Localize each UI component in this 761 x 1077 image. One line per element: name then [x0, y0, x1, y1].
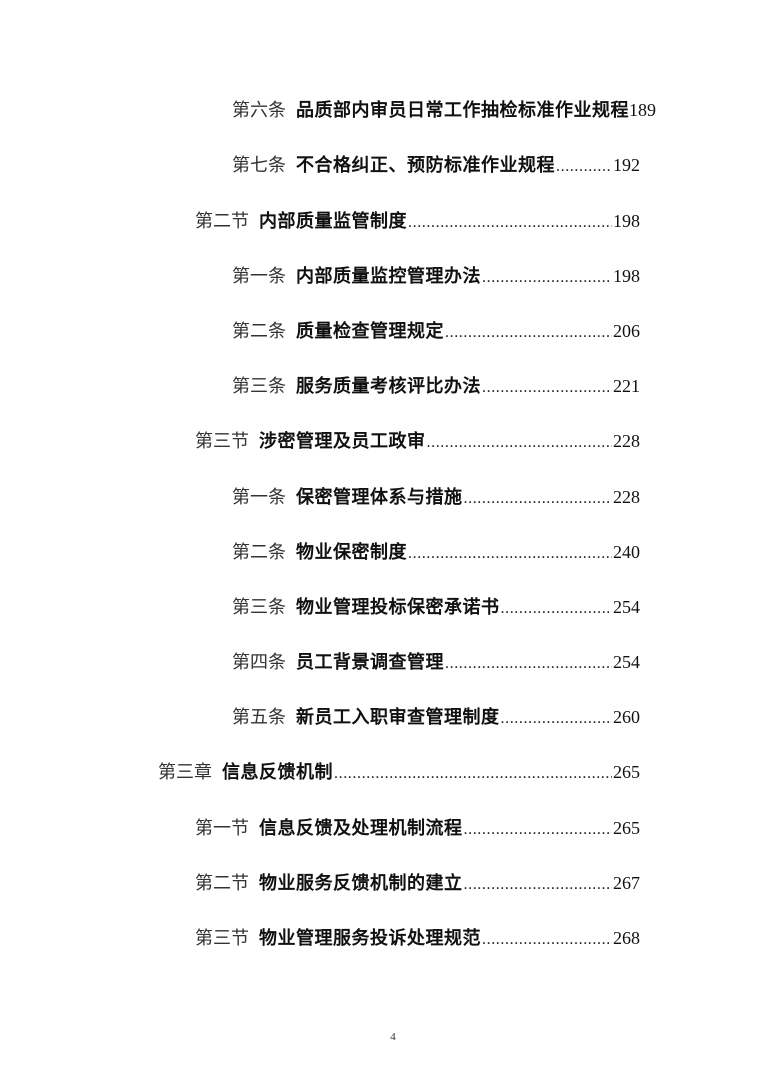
entry-title: 信息反馈及处理机制流程 [259, 818, 463, 838]
entry-title: 物业保密制度 [296, 542, 407, 562]
entry-title: 员工背景调查管理 [296, 652, 444, 672]
entry-title: 内部质量监管制度 [259, 211, 407, 231]
entry-title: 物业服务反馈机制的建立 [259, 873, 463, 893]
entry-label: 第七条 [232, 155, 286, 175]
entry-page: 268 [613, 928, 640, 948]
dot-leader [482, 265, 612, 291]
entry-label: 第三章 [158, 762, 212, 782]
entry-label: 第四条 [232, 652, 286, 672]
dot-leader [501, 706, 613, 732]
entry-label: 第二条 [232, 321, 286, 341]
dot-leader [445, 320, 612, 346]
entry-page: 265 [613, 762, 640, 782]
entry-title: 不合格纠正、预防标准作业规程 [296, 155, 555, 175]
entry-label: 第一条 [232, 487, 286, 507]
toc-entry[interactable]: 第二条 物业保密制度 240 [232, 539, 640, 565]
toc-entry[interactable]: 第二节 物业服务反馈机制的建立 267 [195, 870, 640, 896]
toc-entry[interactable]: 第四条 员工背景调查管理 254 [232, 649, 640, 675]
entry-label: 第三节 [195, 928, 249, 948]
toc-entry[interactable]: 第七条 不合格纠正、预防标准作业规程 192 [232, 152, 640, 178]
toc-entry[interactable]: 第六条 品质部内审员日常工作抽检标准作业规程 189 [232, 97, 656, 123]
toc-entry[interactable]: 第三节 涉密管理及员工政审 228 [195, 428, 640, 454]
entry-page: 189 [629, 100, 656, 120]
dot-leader [408, 210, 612, 236]
toc-entry[interactable]: 第三条 物业管理投标保密承诺书 254 [232, 594, 640, 620]
entry-title: 涉密管理及员工政审 [259, 431, 426, 451]
entry-title: 保密管理体系与措施 [296, 487, 463, 507]
entry-page: 267 [613, 873, 640, 893]
entry-label: 第三条 [232, 597, 286, 617]
entry-page: 240 [613, 542, 640, 562]
entry-title: 质量检查管理规定 [296, 321, 444, 341]
dot-leader [464, 486, 613, 512]
entry-label: 第一条 [232, 266, 286, 286]
entry-page: 228 [613, 487, 640, 507]
toc-entry[interactable]: 第三条 服务质量考核评比办法 221 [232, 373, 640, 399]
toc-entry[interactable]: 第三节 物业管理服务投诉处理规范 268 [195, 925, 640, 951]
entry-title: 信息反馈机制 [222, 762, 333, 782]
entry-page: 254 [613, 652, 640, 672]
dot-leader [482, 927, 612, 953]
toc-entry[interactable]: 第二节 内部质量监管制度 198 [195, 208, 640, 234]
entry-label: 第一节 [195, 818, 249, 838]
toc-entry[interactable]: 第二条 质量检查管理规定 206 [232, 318, 640, 344]
dot-leader [482, 375, 612, 401]
entry-title: 物业管理投标保密承诺书 [296, 597, 500, 617]
entry-label: 第二节 [195, 211, 249, 231]
entry-title: 物业管理服务投诉处理规范 [259, 928, 481, 948]
entry-label: 第二节 [195, 873, 249, 893]
entry-page: 206 [613, 321, 640, 341]
dot-leader [445, 651, 612, 677]
dot-leader [334, 761, 612, 787]
toc-entry[interactable]: 第三章 信息反馈机制 265 [158, 759, 640, 785]
dot-leader [464, 872, 613, 898]
dot-leader [427, 430, 613, 456]
dot-leader [464, 817, 613, 843]
dot-leader [501, 596, 613, 622]
dot-leader [408, 541, 612, 567]
entry-label: 第六条 [232, 100, 286, 120]
toc-entry[interactable]: 第一条 保密管理体系与措施 228 [232, 484, 640, 510]
entry-page: 254 [613, 597, 640, 617]
entry-page: 265 [613, 818, 640, 838]
entry-page: 198 [613, 266, 640, 286]
toc-entry[interactable]: 第一条 内部质量监控管理办法 198 [232, 263, 640, 289]
entry-title: 品质部内审员日常工作抽检标准作业规程 [296, 100, 629, 120]
page-number: 4 [390, 1031, 396, 1043]
entry-page: 228 [613, 431, 640, 451]
entry-label: 第五条 [232, 707, 286, 727]
toc-entry[interactable]: 第一节 信息反馈及处理机制流程 265 [195, 815, 640, 841]
dot-leader [556, 154, 612, 180]
entry-title: 内部质量监控管理办法 [296, 266, 481, 286]
entry-page: 192 [613, 155, 640, 175]
entry-page: 221 [613, 376, 640, 396]
toc-entry[interactable]: 第五条 新员工入职审查管理制度 260 [232, 704, 640, 730]
entry-label: 第三节 [195, 431, 249, 451]
entry-page: 198 [613, 211, 640, 231]
entry-label: 第三条 [232, 376, 286, 396]
entry-title: 新员工入职审查管理制度 [296, 707, 500, 727]
entry-title: 服务质量考核评比办法 [296, 376, 481, 396]
entry-label: 第二条 [232, 542, 286, 562]
entry-page: 260 [613, 707, 640, 727]
